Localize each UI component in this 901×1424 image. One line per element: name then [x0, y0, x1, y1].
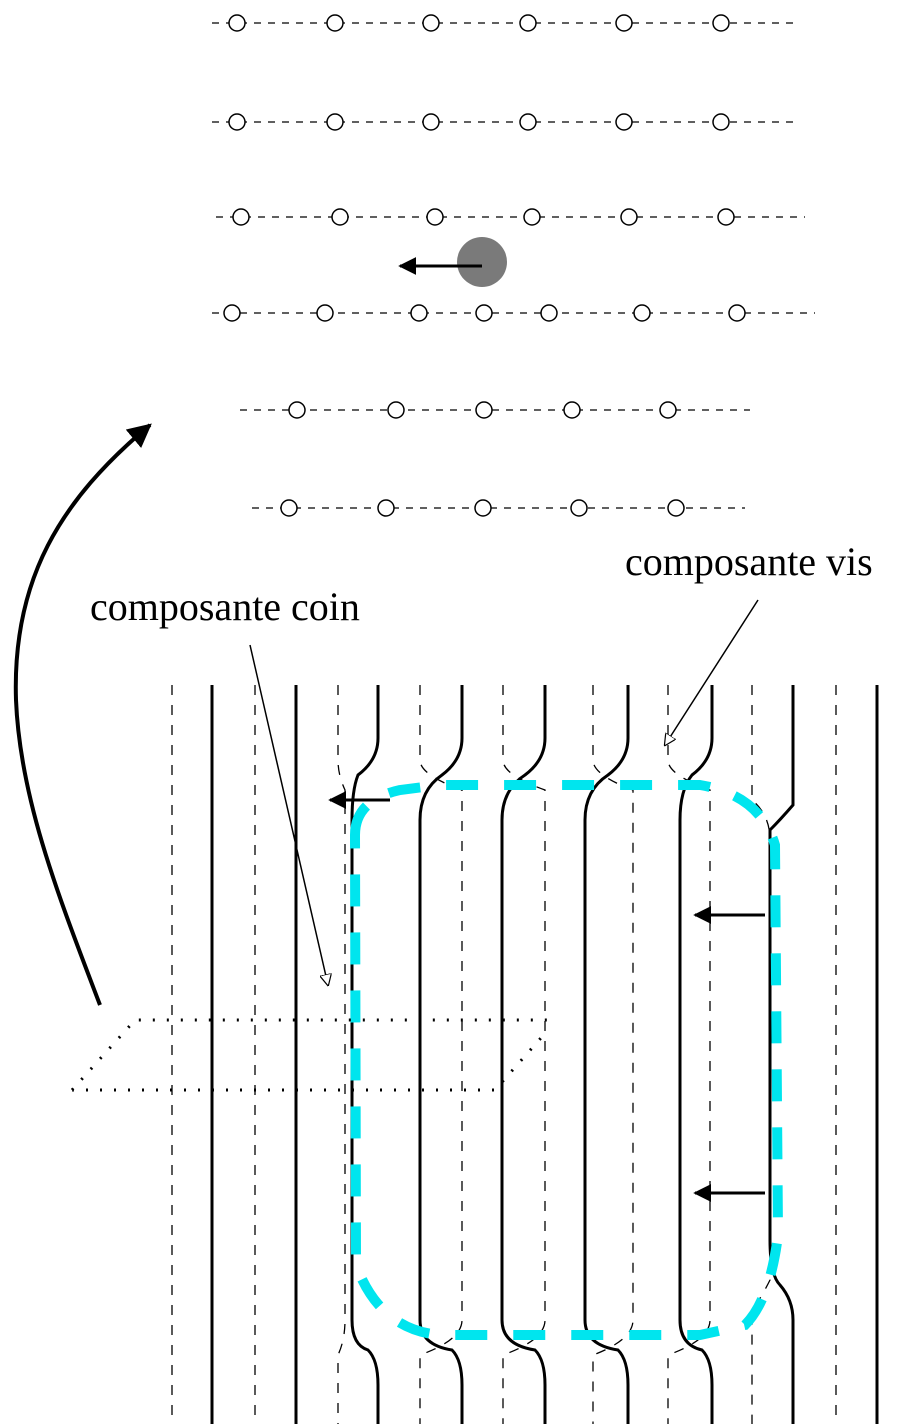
lattice-atom — [228, 14, 246, 32]
lattice-atom — [410, 304, 428, 322]
interstitial-atom-group — [398, 237, 507, 287]
lattice-atom — [667, 499, 685, 517]
lattice-atom — [422, 113, 440, 131]
dashed-plane-bent — [337, 685, 346, 1424]
lattice-atom — [540, 304, 558, 322]
lattice-atom — [615, 14, 633, 32]
solid-plane-bent — [678, 685, 714, 1424]
lattice-atom — [228, 113, 246, 131]
lattice-atom — [570, 499, 588, 517]
dashed-plane-bent — [419, 685, 463, 1424]
lattice-atom — [377, 499, 395, 517]
atomic-planes — [171, 685, 879, 1424]
solid-plane-bent — [768, 685, 795, 1424]
dislocation-loop — [349, 780, 784, 1340]
lattice-atom — [316, 304, 334, 322]
lattice-atom — [223, 304, 241, 322]
atom-lattice — [212, 14, 815, 517]
dashed-plane-bent — [667, 685, 711, 1424]
lattice-atom — [728, 304, 746, 322]
screw-component-pointer — [665, 599, 759, 745]
lattice-atom — [232, 208, 250, 226]
lattice-atom — [519, 113, 537, 131]
edge-component-pointer — [249, 644, 328, 985]
lattice-atom — [519, 14, 537, 32]
glide-plane — [70, 1018, 550, 1092]
edge-component-label: composante coin — [90, 584, 360, 629]
lattice-atom — [615, 113, 633, 131]
lattice-atom — [659, 401, 677, 419]
lattice-atom — [326, 14, 344, 32]
lattice-atom — [712, 113, 730, 131]
lattice-atom — [288, 401, 306, 419]
lattice-atom — [475, 401, 493, 419]
lattice-atom — [331, 208, 349, 226]
interstitial-atom — [457, 237, 507, 287]
lattice-atom — [717, 208, 735, 226]
lattice-atom — [326, 113, 344, 131]
view-transition-arrow — [13, 423, 152, 1006]
lattice-atom — [563, 401, 581, 419]
lattice-atom — [712, 14, 730, 32]
lattice-atom — [387, 401, 405, 419]
lattice-atom — [426, 208, 444, 226]
screw-component-label: composante vis — [625, 539, 873, 584]
solid-plane-bent — [583, 685, 630, 1424]
lattice-atom — [474, 499, 492, 517]
lattice-atom — [620, 208, 638, 226]
solid-plane-bent — [500, 685, 547, 1424]
lattice-atom — [633, 304, 651, 322]
dashed-plane-bent — [502, 685, 546, 1424]
lattice-atom — [422, 14, 440, 32]
lattice-atom — [280, 499, 298, 517]
lattice-atom — [475, 304, 493, 322]
solid-plane-bent — [418, 685, 464, 1424]
lattice-atom — [523, 208, 541, 226]
dashed-plane-bent — [592, 685, 634, 1424]
